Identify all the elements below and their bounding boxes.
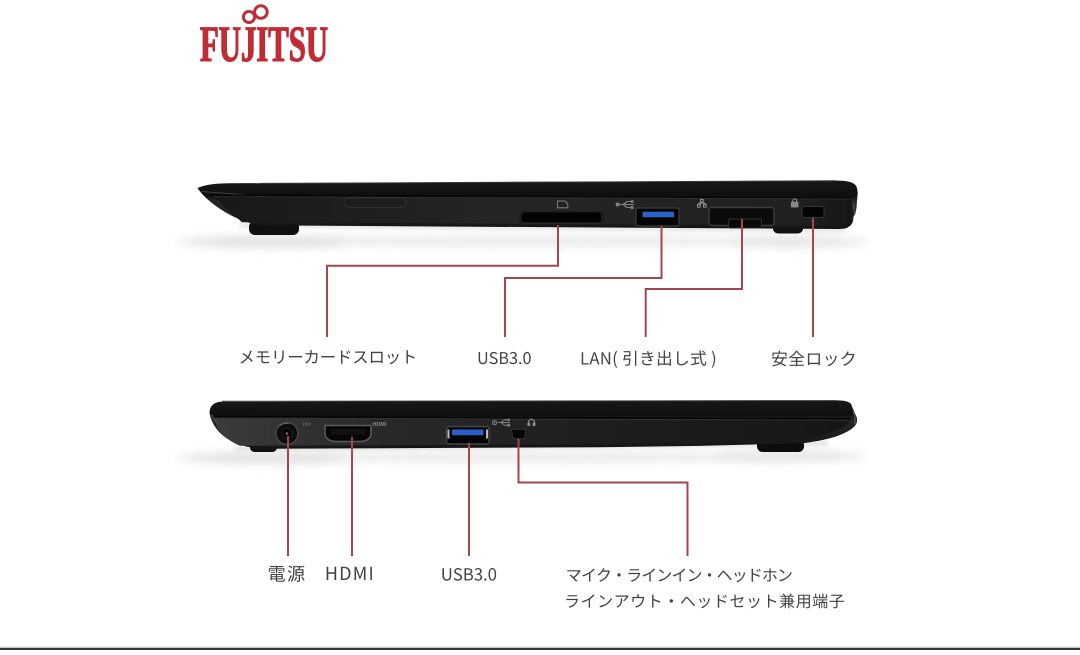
svg-text:HDMI: HDMI [373,422,387,428]
svg-text:19V: 19V [302,422,311,428]
